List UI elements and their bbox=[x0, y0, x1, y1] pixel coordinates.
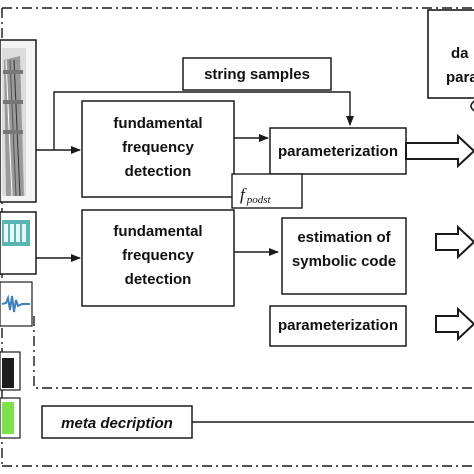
ffd-bottom-line3: detection bbox=[125, 271, 192, 288]
param-top-box bbox=[269, 127, 407, 175]
dark-thumbnail bbox=[0, 351, 21, 391]
param-top-output-arrow bbox=[405, 133, 474, 169]
waveform-dashed-connector bbox=[33, 316, 474, 389]
meta-description-label: meta decription bbox=[61, 415, 173, 432]
estimation-output-arrow bbox=[435, 224, 474, 260]
ffd-top-line2: frequency bbox=[122, 139, 194, 156]
param-bottom-output-arrow bbox=[435, 306, 474, 342]
string-samples-branch bbox=[53, 91, 354, 150]
ffd-bottom-line1: fundamental bbox=[113, 223, 202, 240]
green-thumbnail bbox=[0, 397, 21, 439]
ffd-bottom-box bbox=[81, 209, 235, 307]
data-box-brace bbox=[470, 100, 474, 112]
guitar-thumbnail bbox=[0, 39, 37, 203]
param-top-label: parameterization bbox=[278, 143, 398, 160]
string-samples-box bbox=[182, 57, 332, 91]
estimation-box bbox=[281, 217, 407, 295]
keyboard-thumbnail bbox=[0, 211, 37, 275]
estimation-line2: symbolic code bbox=[292, 253, 396, 270]
param-bottom-box bbox=[269, 305, 407, 347]
ffd-top-line1: fundamental bbox=[113, 115, 202, 132]
meta-description-box bbox=[41, 405, 193, 439]
estimation-line1: estimation of bbox=[297, 229, 391, 246]
data-parameters-box bbox=[427, 9, 474, 99]
ffd-top-line3: detection bbox=[125, 163, 192, 180]
ffd-top-box bbox=[81, 100, 235, 198]
param-bottom-label: parameterization bbox=[278, 317, 398, 334]
waveform-thumbnail bbox=[0, 281, 33, 327]
string-samples-label: string samples bbox=[204, 66, 310, 83]
ffd-bottom-line2: frequency bbox=[122, 247, 194, 264]
data-box-line1: da bbox=[451, 45, 469, 62]
data-box-line2: para bbox=[446, 69, 474, 86]
f-podst-box bbox=[231, 173, 303, 209]
